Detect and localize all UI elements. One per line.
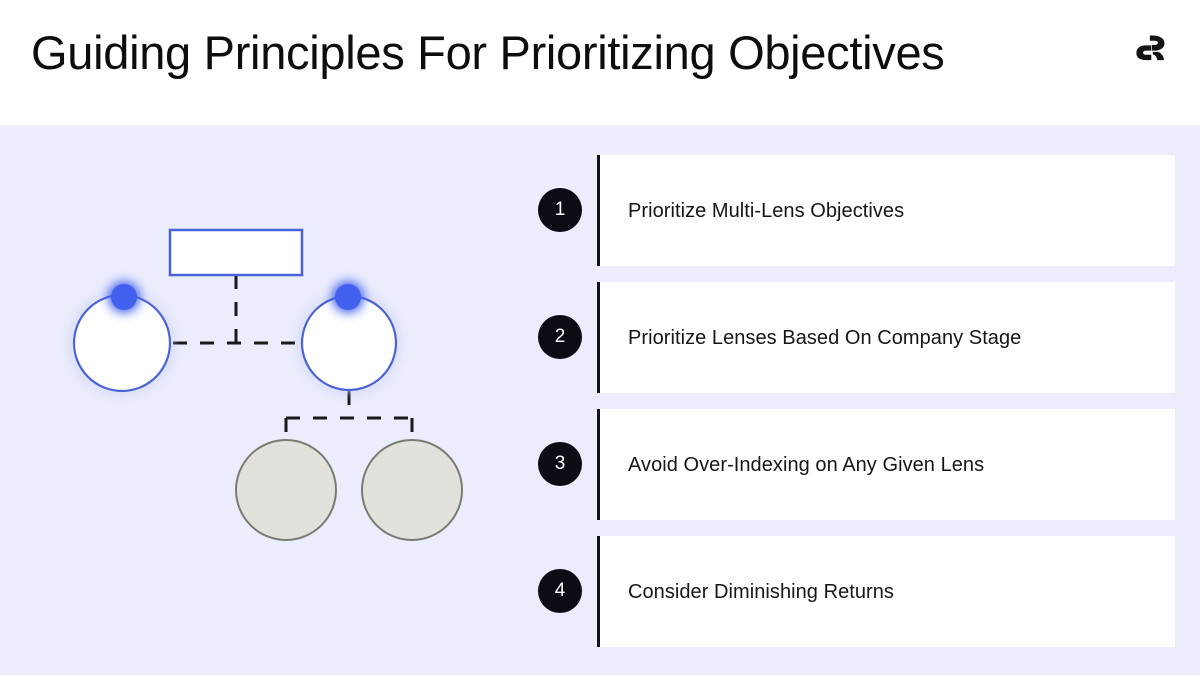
principle-item-2[interactable]: 2 Prioritize Lenses Based On Company Sta… — [530, 282, 1175, 393]
diagram-marker-dot-right — [335, 284, 361, 310]
slide-body: 1 Prioritize Multi-Lens Objectives 2 Pri… — [0, 125, 1200, 675]
principle-label: Prioritize Multi-Lens Objectives — [628, 199, 905, 222]
principle-card[interactable]: Avoid Over-Indexing on Any Given Lens — [597, 409, 1175, 520]
principle-item-3[interactable]: 3 Avoid Over-Indexing on Any Given Lens — [530, 409, 1175, 520]
principle-item-1[interactable]: 1 Prioritize Multi-Lens Objectives — [530, 155, 1175, 266]
diagram-node-sub-right — [361, 439, 463, 541]
principle-card[interactable]: Consider Diminishing Returns — [597, 536, 1175, 647]
principle-number-badge: 4 — [538, 569, 582, 613]
principle-number-badge: 3 — [538, 442, 582, 486]
principle-number-badge: 2 — [538, 315, 582, 359]
principle-card[interactable]: Prioritize Multi-Lens Objectives — [597, 155, 1175, 266]
objective-lens-hierarchy-diagram — [40, 225, 510, 625]
diagram-node-root-rectangle — [168, 228, 304, 277]
principle-card[interactable]: Prioritize Lenses Based On Company Stage — [597, 282, 1175, 393]
diagram-node-sub-left — [235, 439, 337, 541]
diagram-marker-dot-left — [111, 284, 137, 310]
diagram-node-lens-right — [300, 294, 398, 392]
principle-label: Avoid Over-Indexing on Any Given Lens — [628, 453, 985, 476]
principle-label: Prioritize Lenses Based On Company Stage — [628, 326, 1022, 349]
slide-header: Guiding Principles For Prioritizing Obje… — [0, 0, 1200, 125]
principle-item-4[interactable]: 4 Consider Diminishing Returns — [530, 536, 1175, 647]
page-title: Guiding Principles For Prioritizing Obje… — [31, 26, 945, 79]
company-logo-icon — [1130, 26, 1174, 70]
principle-label: Consider Diminishing Returns — [628, 580, 894, 603]
principle-number-badge: 1 — [538, 188, 582, 232]
principles-list: 1 Prioritize Multi-Lens Objectives 2 Pri… — [530, 155, 1175, 647]
